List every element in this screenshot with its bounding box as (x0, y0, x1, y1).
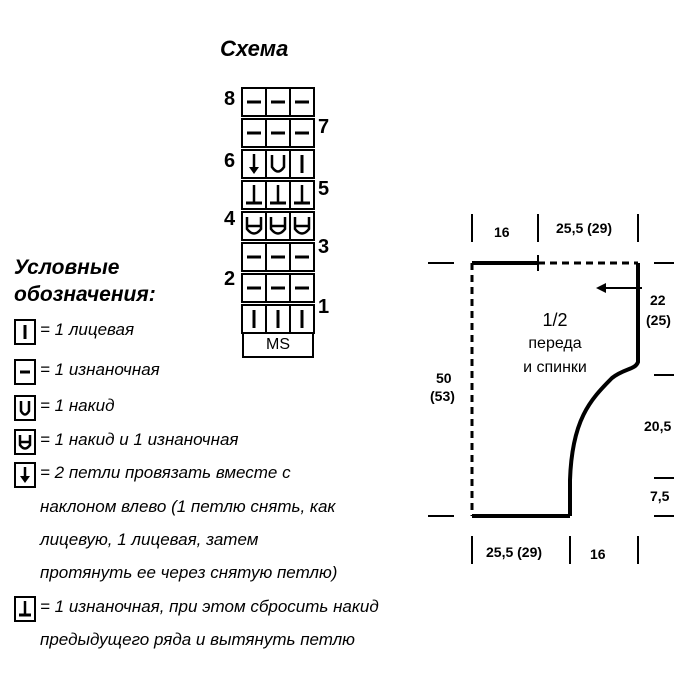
chart-title: Схема (220, 36, 289, 61)
knitting-chart-grid (241, 87, 315, 334)
pattern-label-line1: 1/2 (542, 310, 568, 330)
pattern-label: 1/2 переда и спинки (490, 308, 620, 380)
chart-cell (265, 211, 291, 241)
knit-stitch-icon (14, 319, 36, 345)
chart-cell (241, 180, 267, 210)
legend-item-knit: = 1 лицевая (40, 320, 135, 339)
row-number-2: 2 (224, 268, 236, 290)
chart-cell (265, 304, 291, 334)
chart-cell (289, 87, 315, 117)
armhole-curve (568, 263, 640, 516)
dim-right-mid: 20,5 (644, 418, 672, 434)
legend-item-drop-purl: = 1 изнаночная, при этом сбросить накид (40, 597, 379, 616)
row-number-6: 6 (224, 150, 236, 172)
chart-cell (241, 273, 267, 303)
dim-bottom-left: 25,5 (29) (486, 544, 543, 560)
dim-right-bottom: 7,5 (650, 488, 670, 504)
chart-cell (241, 304, 267, 334)
chart-cell (289, 118, 315, 148)
row-number-4: 4 (224, 208, 236, 230)
row-number-8: 8 (224, 88, 236, 110)
chart-cell (241, 211, 267, 241)
dim-right-top-alt: (25) (646, 312, 671, 328)
dim-top-left: 16 (494, 224, 510, 240)
dim-top-right: 25,5 (29) (556, 220, 613, 236)
chart-cell (265, 118, 291, 148)
legend-item-k2tog: = 2 петли провязать вместе с (40, 463, 291, 482)
pattern-label-line2: переда (528, 335, 582, 352)
chart-cell (241, 242, 267, 272)
legend-title-line1: Условные (14, 256, 120, 279)
dim-bottom-right: 16 (590, 546, 606, 562)
dim-left-height-alt: (53) (430, 388, 455, 404)
pattern-schematic (428, 214, 674, 564)
legend-item-yarnover-purl: = 1 накид и 1 изнаночная (40, 430, 239, 449)
chart-cell (289, 273, 315, 303)
chart-cell (289, 180, 315, 210)
chart-cell (289, 211, 315, 241)
purl-stitch-icon (14, 359, 36, 385)
legend-item-drop-purl-line2: предыдущего ряда и вытянуть петлю (40, 630, 355, 649)
drop-yarnover-purl-icon (14, 596, 36, 622)
legend-item-k2tog-line2: наклоном влево (1 петлю снять, как (40, 497, 336, 516)
legend-icons (14, 319, 36, 622)
row-number-3: 3 (318, 236, 330, 258)
legend-item-purl: = 1 изнаночная (40, 360, 160, 379)
chart-cell (265, 149, 291, 179)
dim-left-height: 50 (436, 370, 452, 386)
k2tog-left-icon (14, 462, 36, 488)
legend-title: Условные обозначения: (14, 254, 156, 308)
chart-cell (289, 149, 315, 179)
chart-cell (241, 149, 267, 179)
yarn-over-icon (14, 395, 36, 421)
row-number-7: 7 (318, 116, 330, 138)
legend-item-k2tog-line4: протянуть ее через снятую петлю) (40, 563, 338, 582)
repeat-label: MS (242, 334, 314, 358)
pattern-label-line3: и спинки (523, 359, 587, 376)
legend-item-k2tog-line3: лицевую, 1 лицевая, затем (40, 530, 259, 549)
chart-cell (241, 87, 267, 117)
dim-right-top: 22 (650, 292, 666, 308)
chart-cell (241, 118, 267, 148)
chart-cell (265, 242, 291, 272)
chart-cell (289, 304, 315, 334)
row-number-1: 1 (318, 296, 330, 318)
legend-title-line2: обозначения: (14, 283, 156, 306)
chart-cell (289, 242, 315, 272)
chart-cell (265, 180, 291, 210)
legend-item-yarnover: = 1 накид (40, 396, 115, 415)
chart-cell (265, 87, 291, 117)
yarn-over-purl-icon (14, 429, 36, 455)
row-number-5: 5 (318, 178, 330, 200)
chart-cell (265, 273, 291, 303)
